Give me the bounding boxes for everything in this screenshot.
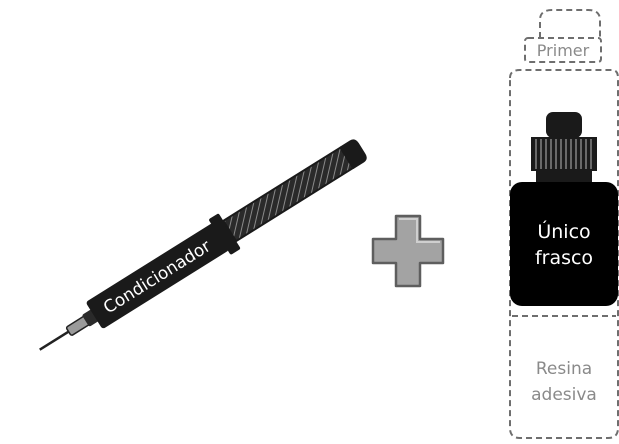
bottle-neck xyxy=(536,170,592,184)
primer-label: Primer xyxy=(537,41,590,60)
syringe-icon: Condicionador xyxy=(29,130,374,367)
bottle-label-line2: frasco xyxy=(535,247,593,269)
bottle-cap-top xyxy=(546,112,582,138)
syringe-needle xyxy=(40,330,71,350)
bottle-icon: Único frasco xyxy=(510,112,618,306)
primer-component: Primer xyxy=(525,10,601,62)
resin-label-line1: Resina xyxy=(536,359,592,379)
primer-cap-outline xyxy=(540,10,600,38)
plus-icon xyxy=(373,216,443,286)
resin-component: Resina adesiva xyxy=(512,316,616,405)
syringe-plunger xyxy=(223,148,353,241)
syringe-label: Condicionador xyxy=(100,236,214,318)
bottle-cap-collar xyxy=(532,138,596,170)
resin-label-line2: adesiva xyxy=(531,385,597,405)
bottle-body xyxy=(510,182,618,306)
bottle-label-line1: Único xyxy=(537,219,590,243)
